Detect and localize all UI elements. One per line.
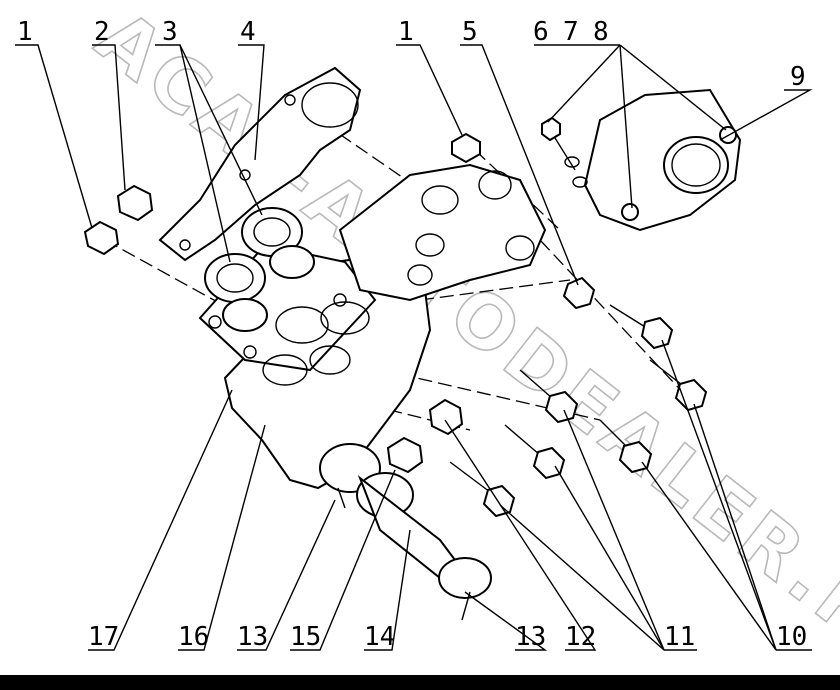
callout-7: 7 bbox=[563, 17, 579, 47]
callout-1-right: 1 bbox=[398, 17, 414, 47]
callout-3: 3 bbox=[162, 17, 178, 47]
callout-13-left: 13 bbox=[237, 622, 268, 652]
callout-6: 6 bbox=[533, 17, 549, 47]
outlet-cover bbox=[541, 88, 742, 232]
drain-plugs bbox=[386, 398, 464, 474]
callout-2: 2 bbox=[94, 17, 110, 47]
callout-labels: 1 2 3 4 1 5 6 7 8 9 17 16 13 15 14 13 12… bbox=[17, 17, 807, 652]
callout-11: 11 bbox=[664, 622, 695, 652]
exploded-parts-diagram: ACAT-AUTODEALER.RU bbox=[15, 0, 840, 675]
callout-12: 12 bbox=[565, 622, 596, 652]
callout-15: 15 bbox=[290, 622, 321, 652]
bottom-border-bar bbox=[0, 675, 840, 690]
callout-16: 16 bbox=[178, 622, 209, 652]
callout-10: 10 bbox=[776, 622, 807, 652]
callout-5: 5 bbox=[462, 17, 478, 47]
callout-4: 4 bbox=[240, 17, 256, 47]
callout-1-left: 1 bbox=[17, 17, 33, 47]
leader-lines bbox=[15, 44, 813, 651]
callout-8: 8 bbox=[593, 17, 609, 47]
plug-set bbox=[83, 132, 481, 256]
callout-14: 14 bbox=[364, 622, 395, 652]
outlet-block bbox=[338, 163, 547, 302]
callout-17: 17 bbox=[88, 622, 119, 652]
callout-13-right: 13 bbox=[515, 622, 546, 652]
callout-9: 9 bbox=[790, 62, 806, 92]
thermostat-pair bbox=[204, 207, 315, 332]
gasket-plate bbox=[158, 66, 362, 262]
